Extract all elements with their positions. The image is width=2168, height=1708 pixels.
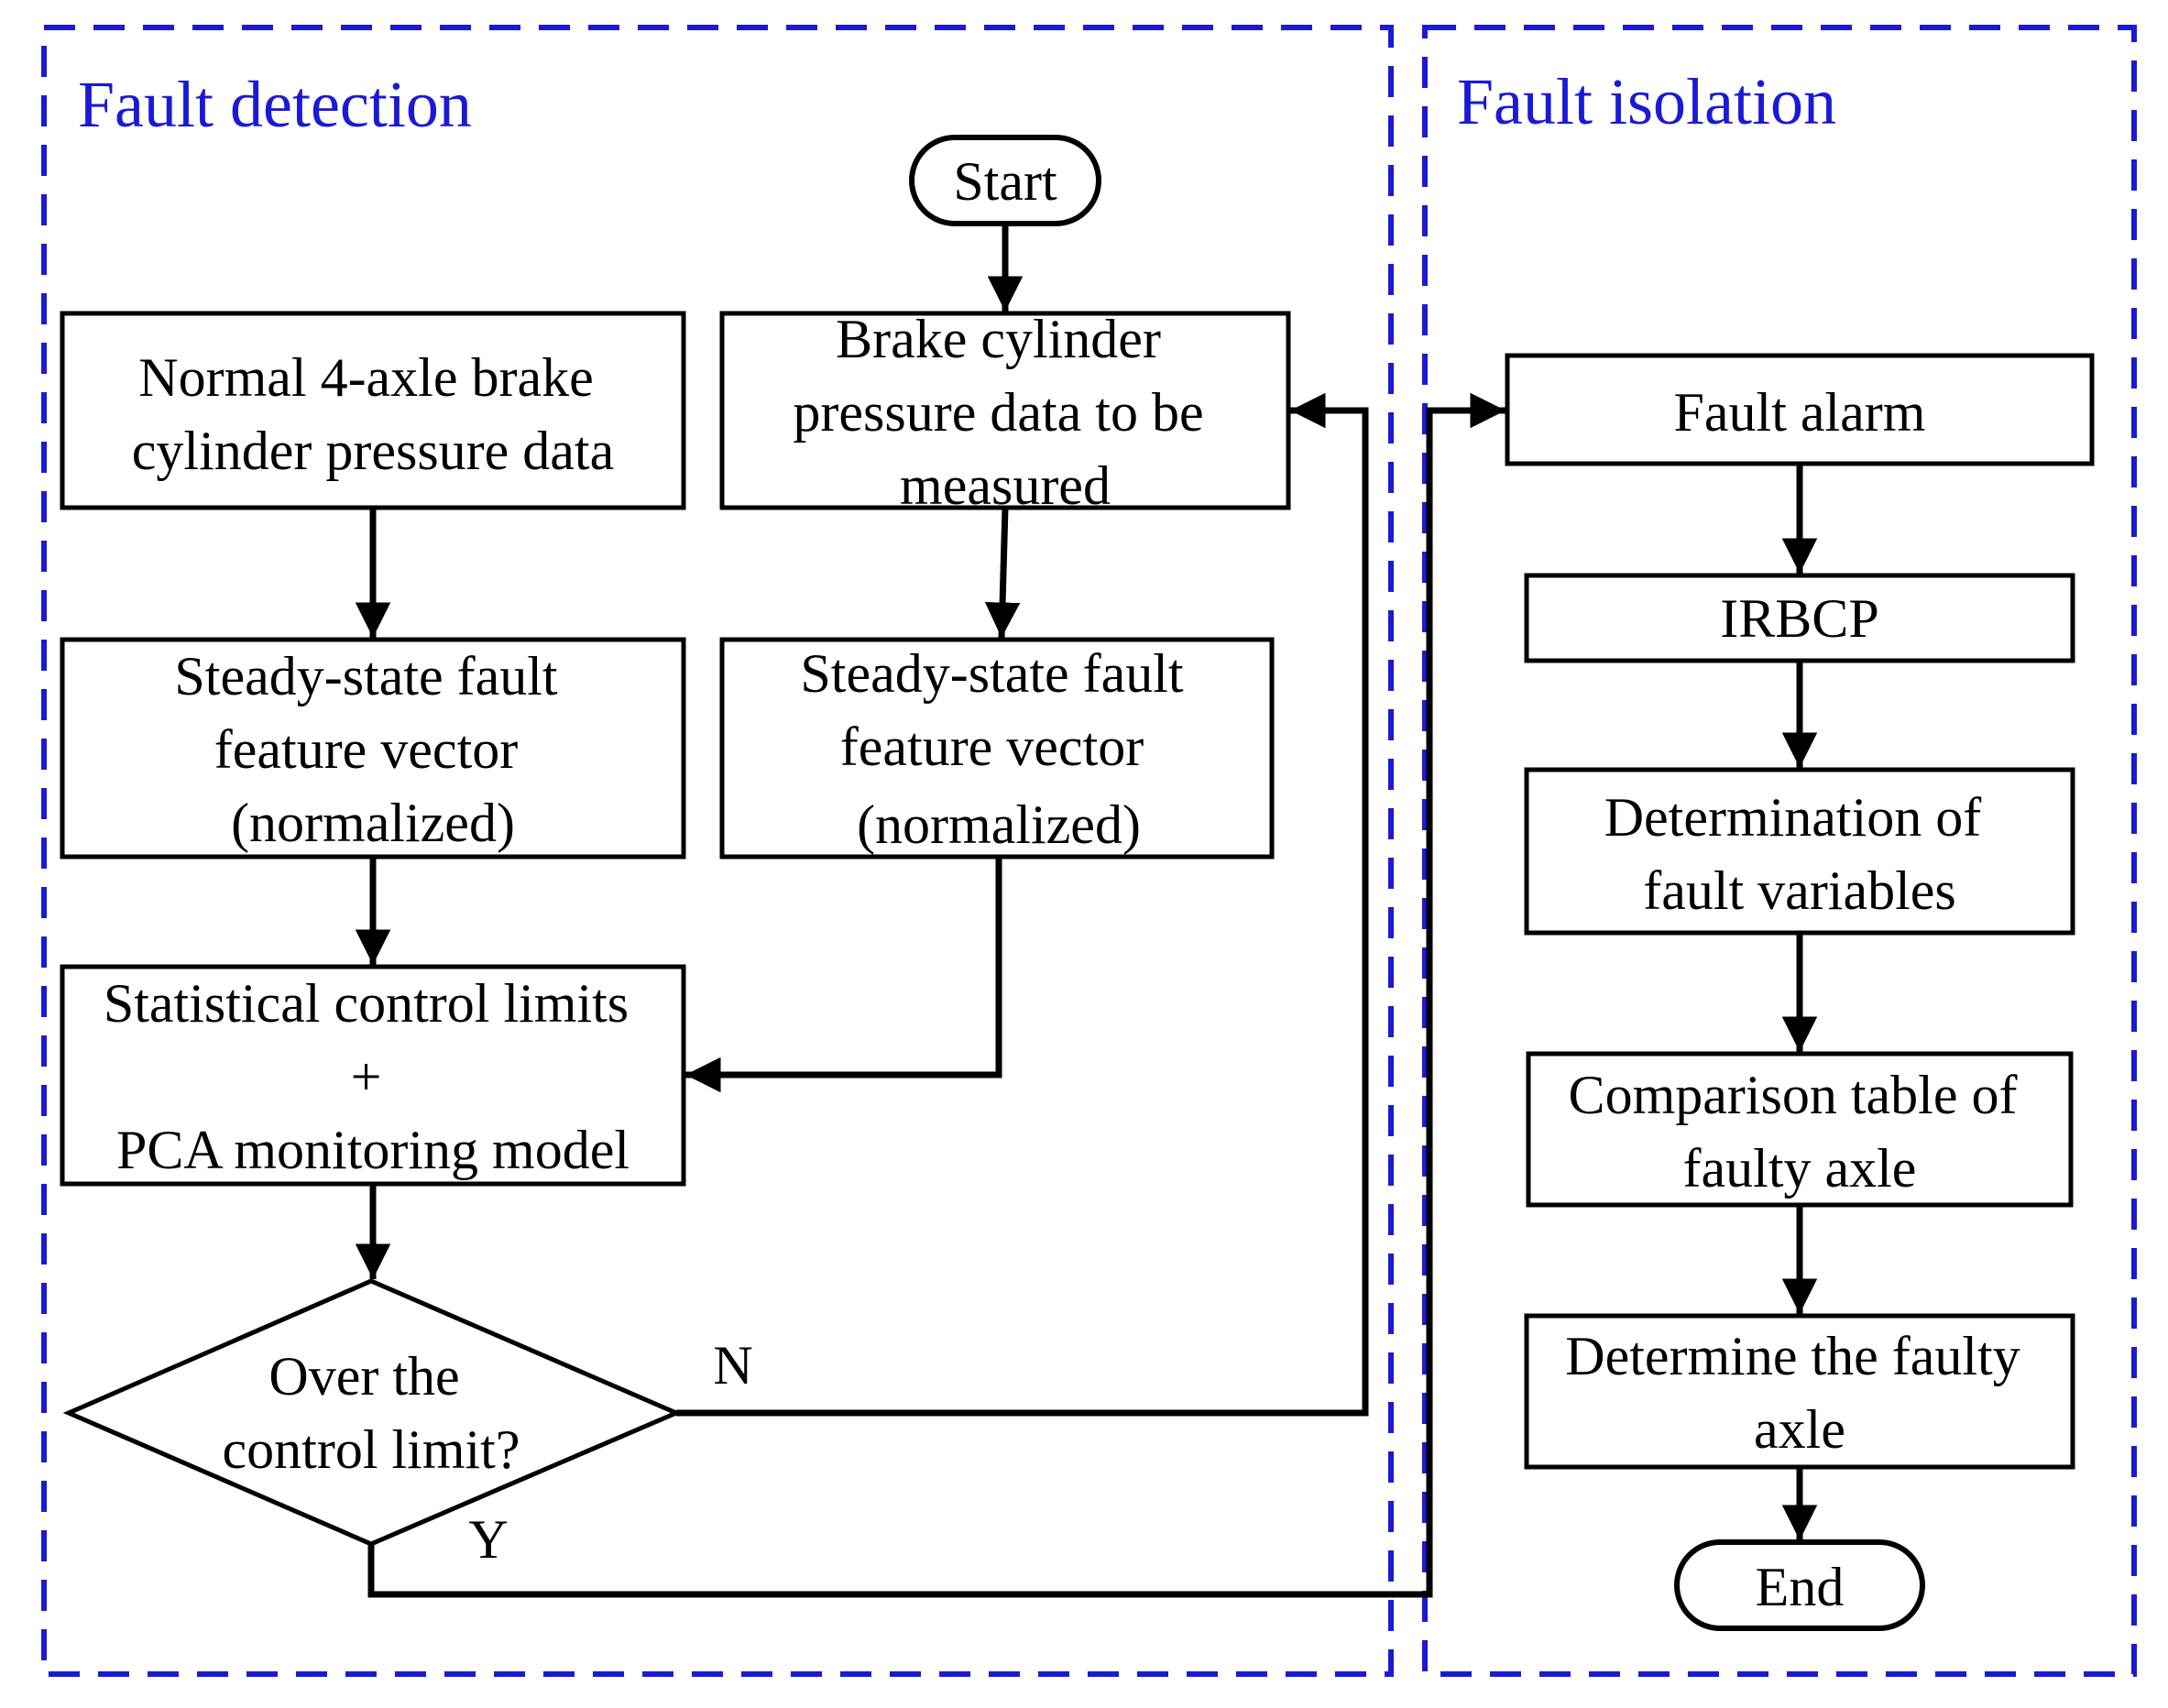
decision-line-1: Over the xyxy=(268,1346,459,1407)
measured-data-box xyxy=(719,311,1291,510)
comparison-table-line-1: Comparison table of xyxy=(1569,1065,2018,1125)
measured-data-line-1: Brake cylinder xyxy=(836,309,1161,369)
yes-branch-label: Y xyxy=(468,1509,508,1570)
fault-variables-label: Determination of fault variables xyxy=(1604,787,1996,921)
end-terminator xyxy=(1674,1539,1925,1631)
end-label: End xyxy=(1756,1557,1845,1617)
fault-detection-panel xyxy=(41,25,1394,1677)
comparison-table-line-2: faulty axle xyxy=(1683,1138,1917,1199)
connectors xyxy=(355,224,1818,1598)
fault-alarm-label: Fault alarm xyxy=(1674,382,1926,443)
start-label: Start xyxy=(953,151,1057,212)
feature-vector-left-box xyxy=(60,637,686,859)
pca-model-line-3: PCA monitoring model xyxy=(116,1120,630,1180)
fault-detection-title: Fault detection xyxy=(78,68,472,141)
pca-model-line-2: + xyxy=(351,1046,382,1107)
feature-right-line-3: (normalized) xyxy=(857,794,1141,855)
fault-variables-box xyxy=(1524,767,2075,936)
feature-vector-right-label: Steady-state fault feature vector (norma… xyxy=(800,643,1197,855)
decision-label: Over the control limit? xyxy=(223,1346,520,1480)
comparison-table-box xyxy=(1526,1051,2074,1208)
feature-left-line-1: Steady-state fault xyxy=(174,646,558,706)
fault-isolation-title: Fault isolation xyxy=(1457,65,1836,138)
pca-model-label: Statistical control limits + PCA monitor… xyxy=(104,973,642,1180)
determine-axle-label: Determine the faulty axle xyxy=(1565,1326,2033,1460)
no-branch-label: N xyxy=(713,1335,752,1396)
feature-vector-right-box xyxy=(719,637,1275,859)
fault-alarm-box xyxy=(1505,353,2095,466)
normal-data-line-1: Normal 4-axle brake xyxy=(138,347,593,408)
fault-variables-line-2: fault variables xyxy=(1643,860,1956,921)
normal-data-box xyxy=(60,311,686,510)
fault-isolation-panel xyxy=(1422,25,2137,1677)
normal-data-line-2: cylinder pressure data xyxy=(132,421,614,481)
feature-vector-left-label: Steady-state fault feature vector (norma… xyxy=(174,646,571,853)
determine-axle-line-1: Determine the faulty xyxy=(1565,1326,2020,1386)
measured-data-line-2: pressure data to be xyxy=(793,382,1203,443)
decision-line-2: control limit? xyxy=(223,1419,520,1480)
comparison-table-label: Comparison table of faulty axle xyxy=(1569,1065,2031,1199)
arrow-measured-to-feature xyxy=(984,507,1021,639)
feature-right-line-1: Steady-state fault xyxy=(800,643,1184,704)
arrow-feature-right-to-pca xyxy=(685,857,1002,1093)
measured-data-line-3: measured xyxy=(900,455,1111,516)
decision-diamond xyxy=(62,1278,683,1547)
determine-axle-line-2: axle xyxy=(1754,1399,1845,1460)
feature-left-line-3: (normalized) xyxy=(231,793,515,853)
pca-model-line-1: Statistical control limits xyxy=(104,973,629,1034)
feature-left-line-2: feature vector xyxy=(214,719,518,780)
normal-data-label: Normal 4-axle brake cylinder pressure da… xyxy=(132,347,614,481)
pca-model-box xyxy=(60,964,686,1187)
fault-variables-line-1: Determination of xyxy=(1604,787,1982,848)
feature-right-line-2: feature vector xyxy=(840,717,1144,777)
measured-data-label: Brake cylinder pressure data to be measu… xyxy=(793,309,1217,516)
irbcp-label: IRBCP xyxy=(1720,588,1878,649)
arrow-yes-to-alarm xyxy=(367,392,1506,1598)
arrow-no-loop xyxy=(676,392,1369,1417)
determine-axle-box xyxy=(1524,1313,2075,1470)
